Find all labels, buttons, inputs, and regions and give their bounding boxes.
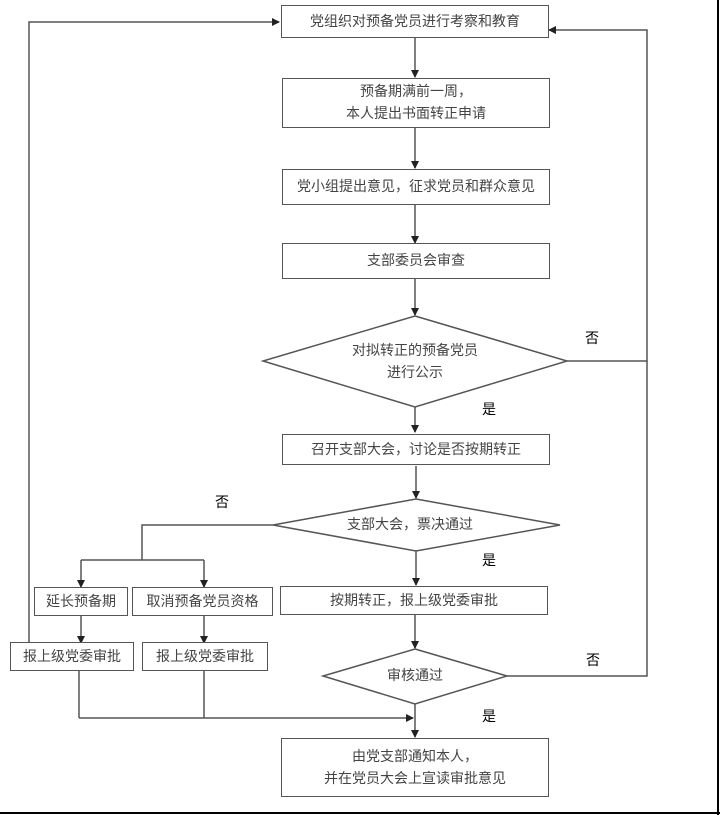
diamond-vote: [272, 498, 561, 552]
arrow-extend-loop-top: [28, 18, 280, 643]
label-vote-no: 否: [215, 495, 229, 511]
diamond-text-line1: 审核通过: [387, 668, 443, 684]
node-text-line1: 由党支部通知本人，: [352, 748, 478, 765]
node-text: 报上级党委审批: [156, 648, 254, 665]
node-text: 党小组提出意见，征求党员和群众意见: [297, 179, 535, 195]
arrow-publicity-no-loop: [548, 26, 648, 362]
node-text-line2: 并在党员大会上宣读审批意见: [324, 770, 506, 787]
diamond-approval-text: 审核通过: [387, 665, 443, 687]
node-text: 召开支部大会，讨论是否按期转正: [311, 441, 521, 458]
node-apply: 预备期满前一周， 本人提出书面转正申请: [282, 78, 550, 128]
label-vote-yes: 是: [482, 553, 496, 569]
diamond-vote-text: 支部大会，票决通过: [347, 514, 473, 536]
node-educate: 党组织对预备党员进行考察和教育: [281, 5, 549, 38]
node-text: 按期转正，报上级党委审批: [330, 592, 498, 609]
node-committee-review: 支部委员会审查: [282, 243, 550, 279]
node-text: 延长预备期: [46, 593, 116, 610]
node-text: 取消预备党员资格: [146, 593, 259, 610]
diamond-text-line1: 支部大会，票决通过: [347, 517, 473, 533]
frame-border-bottom: [0, 812, 720, 814]
label-approval-no: 否: [586, 653, 600, 669]
label-publicity-no: 否: [585, 331, 599, 347]
node-text-line1: 预备期满前一周，: [360, 84, 472, 100]
diamond-publicity-text: 对拟转正的预备党员 进行公示: [352, 340, 478, 384]
node-extend: 延长预备期: [34, 587, 128, 616]
node-notify: 由党支部通知本人， 并在党员大会上宣读审批意见: [281, 738, 549, 797]
frame-border-right: [717, 0, 719, 815]
arrow-approval-no-loop: [507, 361, 648, 677]
node-report-cancel: 报上级党委审批: [142, 642, 268, 671]
arrow-vote-no-branch: [141, 524, 273, 560]
node-cancel: 取消预备党员资格: [132, 587, 273, 616]
node-meeting: 召开支部大会，讨论是否按期转正: [282, 434, 550, 465]
node-text-line2: 本人提出书面转正申请: [346, 106, 486, 122]
node-group-opinion: 党小组提出意见，征求党员和群众意见: [282, 169, 550, 205]
label-approval-yes: 是: [482, 709, 496, 725]
diamond-approval: [320, 648, 510, 705]
node-text: 支部委员会审查: [367, 253, 465, 269]
node-on-time: 按期转正，报上级党委审批: [280, 586, 548, 615]
label-publicity-yes: 是: [482, 402, 496, 418]
node-text: 报上级党委审批: [23, 648, 121, 665]
node-text: 党组织对预备党员进行考察和教育: [310, 13, 520, 30]
node-report-extend: 报上级党委审批: [10, 642, 134, 671]
diamond-text-line2: 进行公示: [387, 365, 443, 381]
diamond-text-line1: 对拟转正的预备党员: [352, 343, 478, 359]
diamond-publicity: [260, 315, 570, 408]
